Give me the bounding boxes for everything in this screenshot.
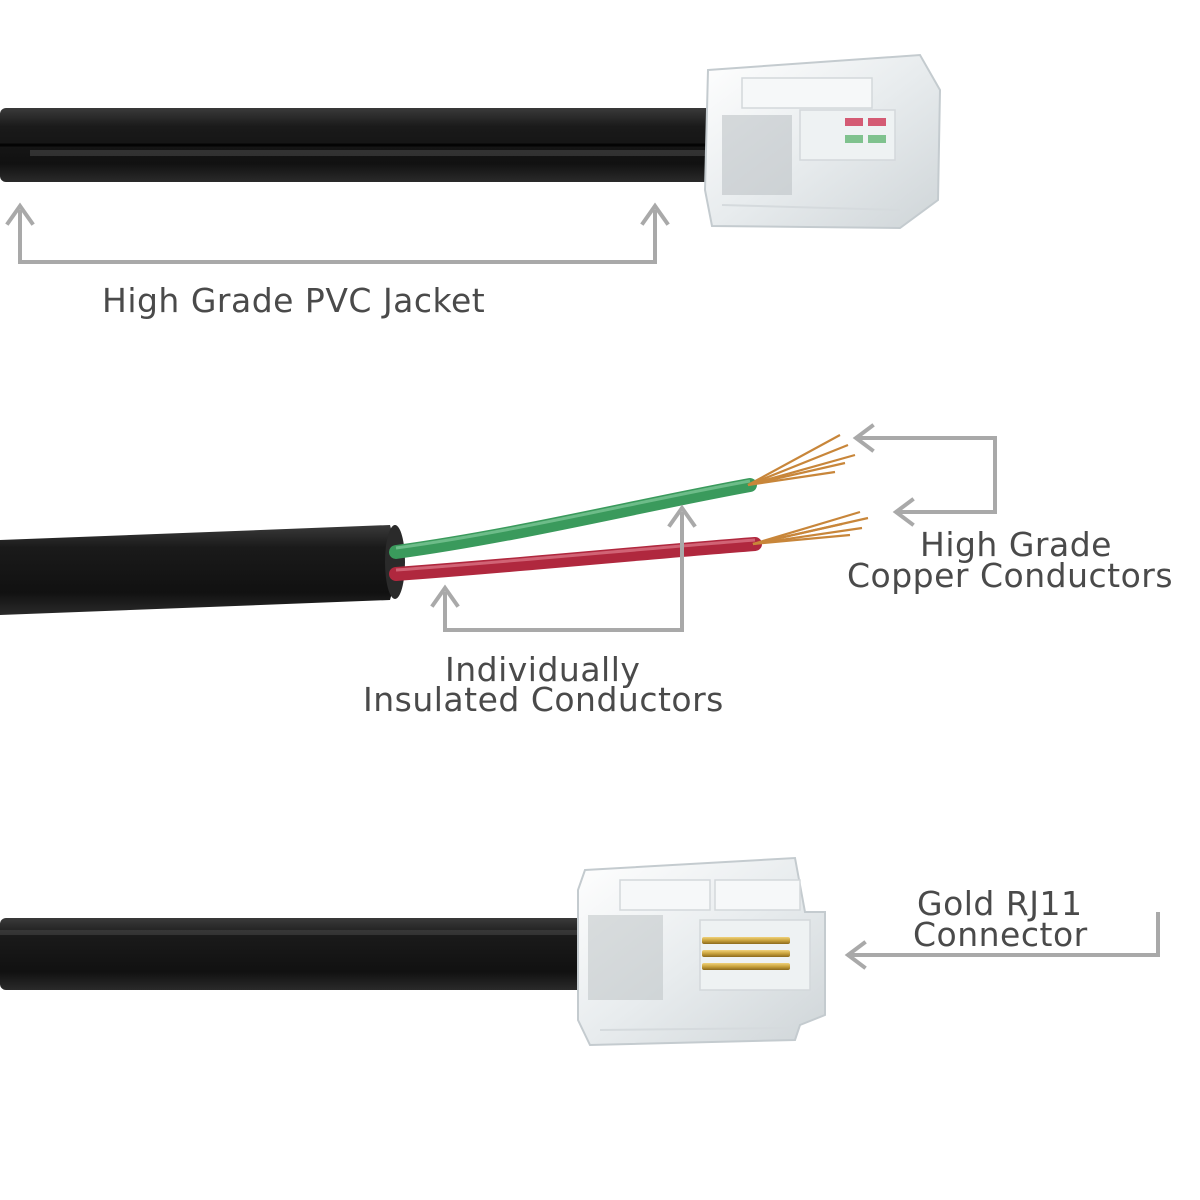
arrow-up-icon [430, 584, 460, 608]
jacket-callout [5, 202, 670, 264]
flat-cable-top [0, 108, 730, 182]
arrow-up-icon [667, 504, 697, 528]
arrow-left-icon [852, 423, 875, 453]
copper-strands [747, 434, 869, 546]
copper-label-line1: High Grade [920, 525, 1112, 564]
stripped-cable [0, 478, 762, 615]
copper-label-line2: Copper Conductors [847, 556, 1173, 595]
connector-label-line2: Connector [913, 915, 1088, 954]
arrow-up-icon [5, 202, 35, 226]
connector-callout [844, 912, 1160, 970]
arrow-left-icon [892, 497, 915, 527]
jacket-label: High Grade PVC Jacket [102, 281, 485, 320]
copper-callout [852, 423, 997, 527]
rj11-connector-bottom [577, 856, 826, 1047]
connector-label-line1: Gold RJ11 [917, 884, 1083, 923]
round-cable-bottom [0, 918, 600, 990]
arrow-left-icon [844, 940, 867, 970]
insulated-label-line2: Insulated Conductors [363, 680, 724, 719]
insulated-callout [430, 504, 697, 632]
gold-pins [702, 937, 790, 970]
arrow-up-icon [640, 202, 670, 226]
insulated-label-line1: Individually [445, 650, 640, 689]
rj11-plug-top [703, 53, 942, 230]
